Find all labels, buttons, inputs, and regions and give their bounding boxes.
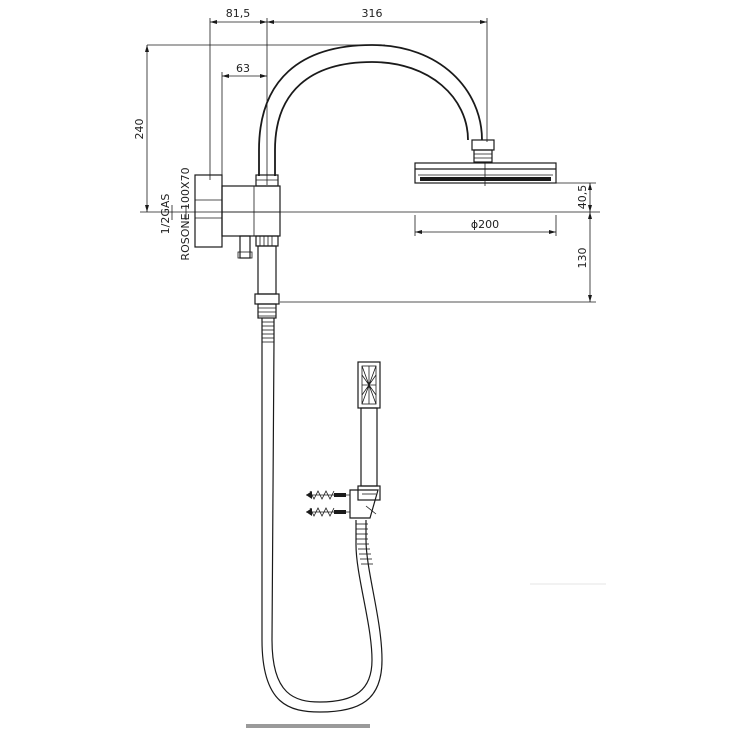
dim-arm-reach: 316 [362, 7, 383, 20]
wall-rosette [194, 174, 223, 248]
mixer-body [221, 174, 281, 319]
shower-arm [258, 44, 495, 176]
bottom-rule [246, 724, 370, 728]
dim-head-diameter: ϕ200 [471, 218, 499, 231]
screw-icon [306, 507, 350, 517]
dim-inlet-offset: 63 [236, 62, 250, 75]
hand-shower [349, 361, 381, 519]
dim-head-height: 40,5 [576, 185, 589, 210]
label-rosette: ROSONE 100X70 [179, 167, 192, 260]
dimension-labels: 81,5 316 63 240 40,5 ϕ200 130 1/2GAS ROS… [133, 7, 589, 269]
spray-face [361, 365, 377, 405]
label-connection: 1/2GAS [159, 194, 172, 235]
flexible-hose [261, 318, 383, 713]
screw-icon [306, 490, 350, 500]
wall-plugs [306, 490, 350, 517]
dimension-lines [140, 18, 600, 303]
dim-wall-offset: 81,5 [226, 7, 251, 20]
dim-outlet-drop: 130 [576, 248, 589, 269]
shower-head [414, 162, 557, 186]
dimension-arrows [145, 20, 592, 302]
dim-arm-height: 240 [133, 119, 146, 140]
